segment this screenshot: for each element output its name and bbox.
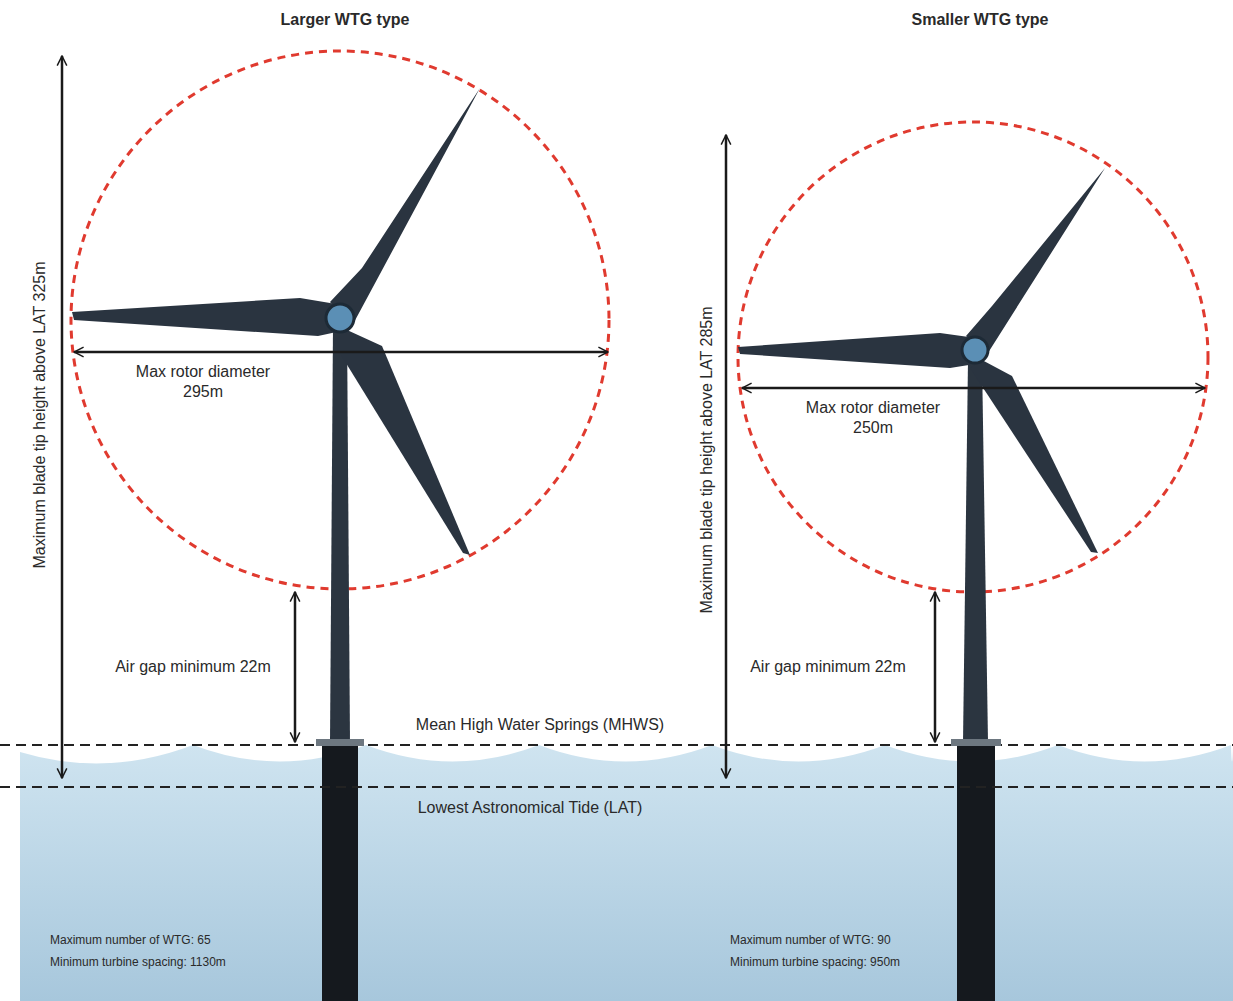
tip-height-dimension: Maximum blade tip height above LAT 325m xyxy=(30,261,50,568)
turbine-heading: Larger WTG type xyxy=(281,10,410,30)
rotor-diameter-dimension: Max rotor diameter 250m xyxy=(791,398,956,438)
sea-water xyxy=(20,745,1233,1001)
air-gap-dimension: Air gap minimum 22m xyxy=(750,657,906,677)
turbine-note: Minimum turbine spacing: 950m xyxy=(730,955,900,970)
mhws-line xyxy=(0,744,1233,746)
air-gap-dimension: Air gap minimum 22m xyxy=(115,657,271,677)
monopile xyxy=(957,745,995,1001)
turbine-note: Maximum number of WTG: 65 xyxy=(50,933,211,948)
tide-level-label: Lowest Astronomical Tide (LAT) xyxy=(418,798,643,818)
hub xyxy=(326,304,354,332)
dimension-arrows xyxy=(62,56,1205,778)
tip-height-dimension: Maximum blade tip height above LAT 285m xyxy=(697,306,717,613)
lat-line xyxy=(0,786,1233,788)
transition-piece xyxy=(316,739,364,746)
tide-level-label: Mean High Water Springs (MHWS) xyxy=(416,715,664,735)
rotor-diameter-dimension: Max rotor diameter 295m xyxy=(121,362,286,402)
blades xyxy=(72,88,1105,555)
hub xyxy=(962,337,988,363)
transition-piece xyxy=(951,739,1001,746)
turbine-note: Minimum turbine spacing: 1130m xyxy=(50,955,226,970)
tower xyxy=(330,325,350,742)
tower xyxy=(963,360,988,742)
monopile xyxy=(322,745,358,1001)
turbine-note: Maximum number of WTG: 90 xyxy=(730,933,891,948)
turbine-heading: Smaller WTG type xyxy=(912,10,1049,30)
